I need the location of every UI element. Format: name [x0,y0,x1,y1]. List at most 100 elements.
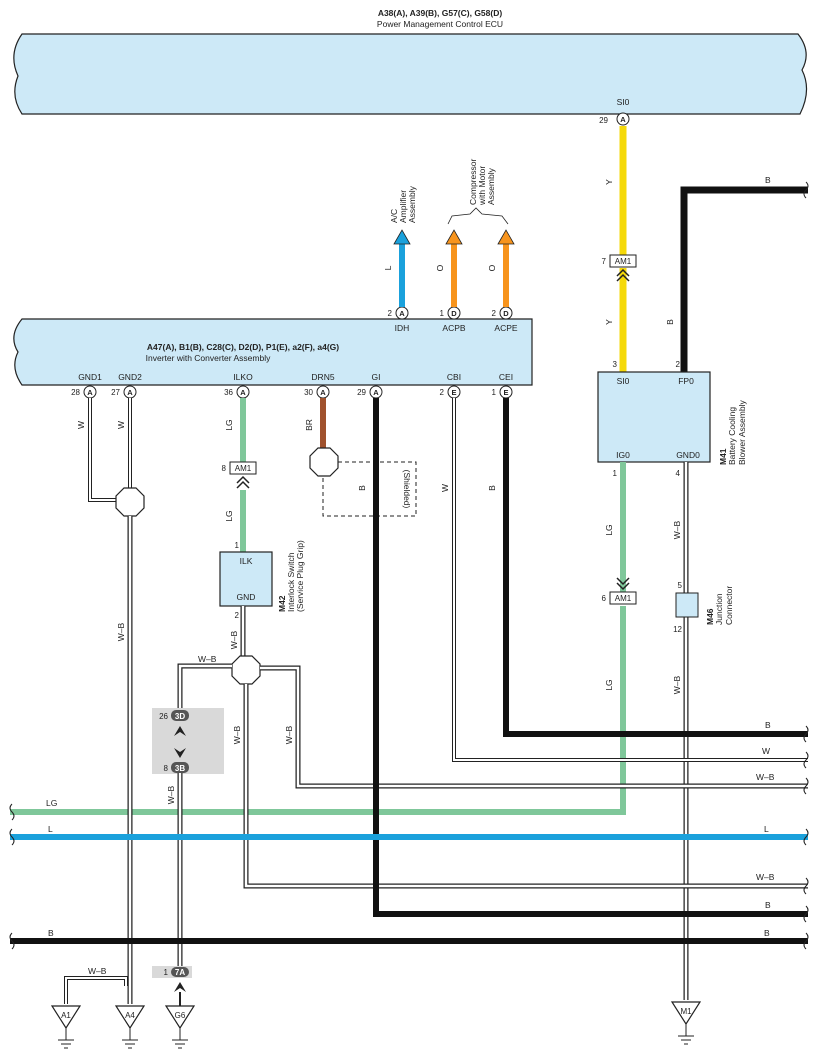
svg-text:2: 2 [492,309,497,318]
am1-connector-ilko [229,461,257,475]
wire-label-wb-down: W–B [232,725,242,744]
wire-label-b-bus-right: B [764,928,770,938]
wire-w-cbi-inner [453,398,808,761]
splice-ilk [231,655,261,685]
break-right [803,181,809,950]
connector-7a [171,967,189,977]
interlock-line2: (Service Plug Grip) [295,540,305,612]
wire-lg-blower [10,462,626,815]
ground-g6: G6 [164,1005,196,1049]
ecu-codes: A38(A), A39(B), G57(C), G58(D) [378,8,503,18]
conn-3b-label: 3B [175,764,185,773]
wire-label-b-cei-bus: B [765,720,771,730]
svg-text:CEI: CEI [499,372,513,382]
blower-code: M41 [718,448,728,465]
wire-label-wb-3d: W–B [198,654,217,664]
ac-line1: A/C [389,209,399,223]
wire-label-y1: Y [604,179,614,185]
shield-box [322,461,417,517]
svg-text:ACPB: ACPB [442,323,465,333]
wire-wb-to-3d [177,663,232,710]
wire-label-w-gnd1: W [76,421,86,429]
wire-label-y2: Y [604,319,614,325]
shielded-label: (Shielded) [402,470,412,509]
junction-box [675,592,699,618]
interlock-line1: Interlock Switch [286,552,296,612]
interlock-box [219,551,273,607]
am1-chevron-mid [616,577,630,591]
wire-label-b-bus-left: B [48,928,54,938]
wire-label-o1: O [435,264,445,271]
arrow-acpb [445,229,463,245]
connector-3d [171,710,189,721]
wire-wb-to-3d-inner [178,664,232,710]
interlock-pin-gnd: GND [237,592,256,602]
conn-chevron-7a [174,982,186,992]
wire-label-wb-gnd0: W–B [672,520,682,539]
conn-chevron-up [174,726,186,736]
inverter-block [13,318,533,386]
wire-label-l-ac: L [383,265,393,270]
ecu-name: Power Management Control ECU [377,19,503,29]
conn-chevron-down [174,748,186,758]
wire-label-wb-a1: W–B [88,966,107,976]
am1-pin-mid: 6 [602,594,607,603]
inverter-top-pin-idh: A 2 IDH [388,306,410,333]
am1-pin-top: 7 [602,257,607,266]
wire-label-w-gnd2: W [116,421,126,429]
conn-26-label: 26 [159,712,168,721]
svg-text:ACPE: ACPE [494,323,517,333]
junction-pin-top: 5 [678,581,683,590]
svg-text:GI: GI [372,372,381,382]
ecu-pin-name: SI0 [617,97,630,107]
am1-label-mid: AM1 [615,594,632,603]
wire-label-wb-bus1: W–B [756,772,775,782]
svg-text:A4: A4 [125,1011,135,1020]
svg-text:E: E [451,388,456,397]
wire-label-w-bus: W [762,746,770,756]
shield-node [309,447,339,477]
interlock-code: M42 [277,595,287,612]
wire-label-l-bus-left: L [48,824,53,834]
svg-text:D: D [451,309,457,318]
wire-b-gi [373,398,808,917]
blower-line1: Battery Cooling [727,407,737,465]
am1-label-ilko: AM1 [235,464,252,473]
svg-text:36: 36 [224,388,233,397]
conn-1-label: 1 [164,968,169,977]
svg-text:IDH: IDH [395,323,410,333]
junction-pin-bot: 12 [673,625,682,634]
blower-num-fp0: 2 [676,360,681,369]
inverter-name: Inverter with Converter Assembly [146,353,271,363]
svg-text:1: 1 [440,309,445,318]
svg-text:A: A [399,309,405,318]
svg-text:A1: A1 [61,1011,71,1020]
am1-pin-ilko: 8 [222,464,227,473]
svg-text:CBI: CBI [447,372,461,382]
junction-code: M46 [705,608,715,625]
wire-label-l-bus-right: L [764,824,769,834]
wire-label-w-cbi: W [440,484,450,492]
svg-text:GND2: GND2 [118,372,142,382]
wire-label-lg-blower2: LG [604,679,614,690]
wire-label-lg-ilk: LG [224,510,234,521]
svg-text:27: 27 [111,388,120,397]
arrow-acpe [497,229,515,245]
svg-text:1: 1 [492,388,497,397]
svg-text:D: D [503,309,509,318]
ecu-pin-conn: A [620,115,626,124]
comp-line2: with Motor [477,166,487,206]
svg-text:2: 2 [440,388,445,397]
svg-text:A: A [127,388,133,397]
am1-chevron-ilko [236,475,250,489]
interlock-num-ilk: 1 [235,541,240,550]
wire-wb-right [260,665,808,789]
wire-b-cei [503,398,808,737]
blower-pin-ig0: IG0 [616,450,630,460]
am1-label-top: AM1 [615,257,632,266]
svg-text:G6: G6 [175,1011,186,1020]
wire-label-b-blower: B [665,319,675,325]
blower-line2: Blower Assembly [737,400,747,465]
ground-a1: A1 [50,1005,82,1049]
